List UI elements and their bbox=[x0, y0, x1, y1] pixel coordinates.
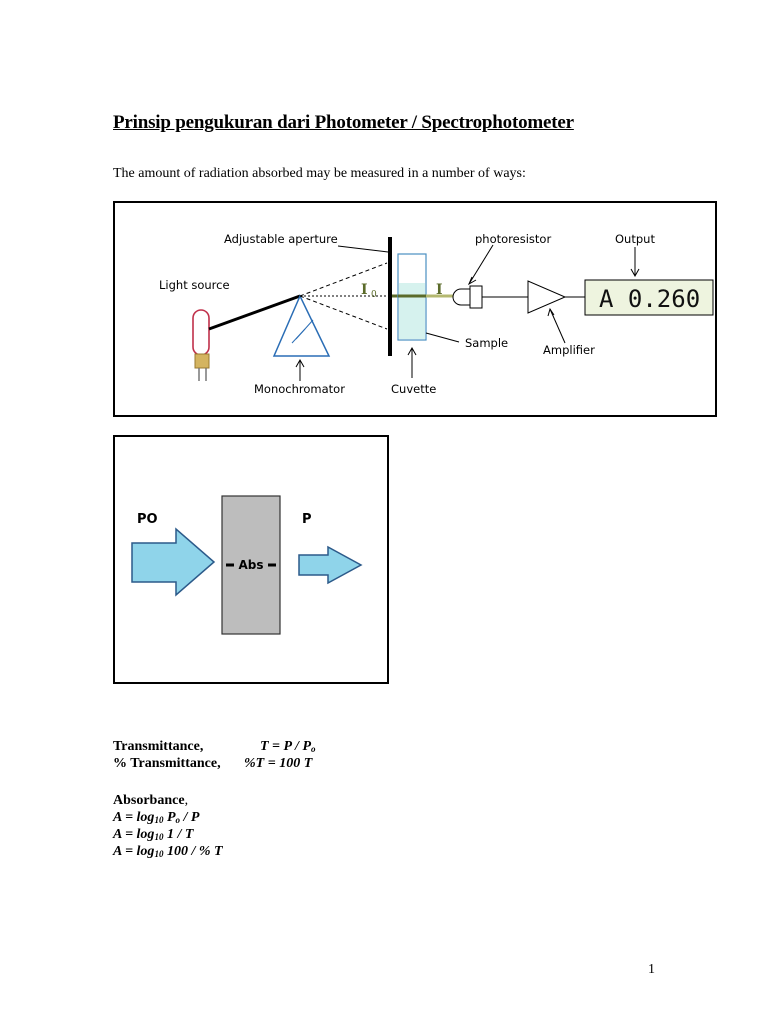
sample-liquid bbox=[399, 283, 425, 339]
absorbance-diagram: PO P Abs bbox=[113, 435, 389, 684]
transmitted-arrow bbox=[298, 545, 363, 585]
label-i0-sub: 0 bbox=[371, 290, 377, 300]
absorbance-diagram-svg: PO P Abs bbox=[131, 495, 363, 635]
label-photoresistor: photoresistor bbox=[475, 232, 551, 246]
transmittance-line: Transmittance, T = P / Po bbox=[113, 739, 316, 755]
label-i: I bbox=[436, 282, 443, 298]
transmittance-formula: T = P / Po bbox=[260, 739, 316, 754]
absorbance-equation-1: A = log10 Po / P bbox=[113, 810, 200, 825]
label-po: PO bbox=[137, 512, 158, 527]
label-p: P bbox=[302, 512, 312, 527]
percent-transmittance-line: % Transmittance, %T = 100 T bbox=[113, 756, 312, 772]
absorbance-equation-2: A = log10 1 / T bbox=[113, 827, 194, 842]
label-aperture: Adjustable aperture bbox=[224, 232, 338, 246]
source-beam bbox=[208, 294, 301, 331]
intro-text: The amount of radiation absorbed may be … bbox=[113, 166, 526, 181]
absorbance-heading: Absorbance, bbox=[113, 793, 189, 808]
page-number: 1 bbox=[648, 962, 655, 977]
label-output: Output bbox=[615, 232, 655, 246]
absorbance-equation-3: A = log10 100 / % T bbox=[113, 844, 223, 859]
label-cuvette: Cuvette bbox=[391, 382, 436, 396]
output-display bbox=[584, 279, 714, 316]
label-monochromator: Monochromator bbox=[254, 382, 345, 396]
display-reading: A 0.260 bbox=[599, 285, 700, 313]
incident-arrow bbox=[131, 527, 216, 597]
photometer-diagram-svg: A 0.260 Adjustable aperture photoresisto… bbox=[159, 232, 714, 396]
photometer-diagram: A 0.260 Adjustable aperture photoresisto… bbox=[113, 201, 717, 417]
amplifier-symbol bbox=[527, 280, 567, 314]
label-i0: I bbox=[361, 282, 368, 298]
label-abs: Abs bbox=[238, 558, 263, 572]
photoresistor bbox=[452, 285, 483, 309]
page-title: Prinsip pengukuran dari Photometer / Spe… bbox=[113, 112, 574, 133]
percent-transmittance-formula: %T = 100 T bbox=[244, 756, 313, 771]
transmittance-label: Transmittance, bbox=[113, 739, 204, 754]
label-amplifier: Amplifier bbox=[543, 343, 595, 357]
label-light-source: Light source bbox=[159, 278, 230, 292]
absorbance-label: Absorbance bbox=[113, 793, 185, 808]
monochromator-prism bbox=[272, 294, 331, 357]
label-sample: Sample bbox=[465, 336, 508, 350]
percent-transmittance-label: % Transmittance, bbox=[113, 756, 221, 771]
light-source-bulb bbox=[192, 309, 210, 381]
